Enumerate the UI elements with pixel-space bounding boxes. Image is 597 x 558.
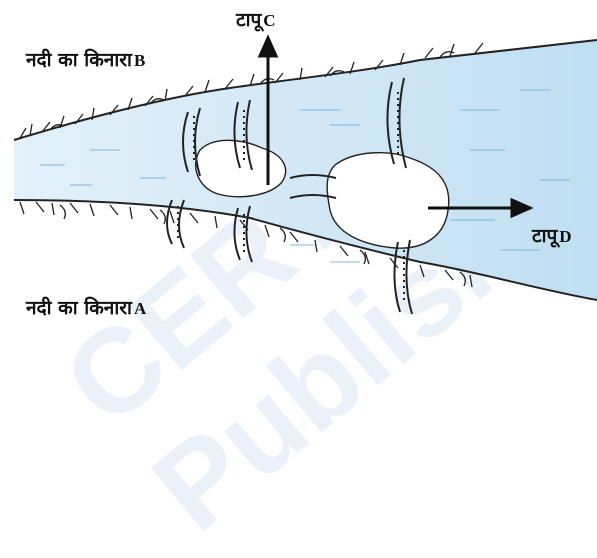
river-water <box>14 40 597 300</box>
konigsberg-bridges-diagram: CERT Published <box>0 0 597 382</box>
label-bank-a: नदी का किनाराA <box>26 294 146 320</box>
label-island-c: टापूC <box>236 6 276 32</box>
label-bank-b: नदी का किनाराB <box>26 46 145 72</box>
label-island-d: टापूD <box>532 222 572 248</box>
